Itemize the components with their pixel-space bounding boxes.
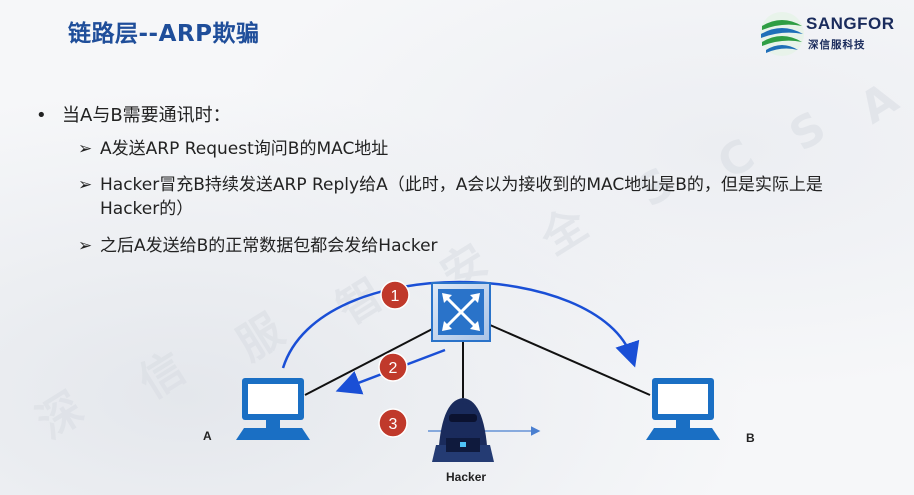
main-bullet-text: 当A与B需要通讯时： bbox=[62, 105, 231, 126]
logo-subtitle: 深信服科技 bbox=[808, 39, 866, 51]
svg-text:2: 2 bbox=[389, 360, 398, 377]
node-label-hacker: Hacker bbox=[446, 470, 487, 484]
arrow-bullet-icon: ➢ bbox=[78, 236, 93, 256]
sub-item-text: A发送ARP Request询问B的MAC地址 bbox=[100, 139, 389, 159]
main-bullet: • 当A与B需要通讯时： bbox=[36, 101, 231, 127]
node-label-b: B bbox=[746, 431, 755, 445]
link-switch-a bbox=[304, 324, 441, 396]
step-2-badge: 2 bbox=[378, 352, 408, 382]
switch-icon bbox=[431, 282, 491, 342]
computer-a-icon bbox=[236, 378, 310, 440]
hacker-icon bbox=[432, 398, 494, 462]
sub-item: ➢ A发送ARP Request询问B的MAC地址 bbox=[78, 137, 880, 161]
svg-text:1: 1 bbox=[391, 288, 400, 305]
logo-name: SANGFOR bbox=[806, 14, 895, 33]
computer-b-icon bbox=[646, 378, 720, 440]
sub-item: ➢ Hacker冒充B持续发送ARP Reply给A（此时，A会以为接收到的MA… bbox=[78, 173, 880, 221]
sub-item-text: 之后A发送给B的正常数据包都会发给Hacker bbox=[100, 236, 438, 256]
step-1-badge: 1 bbox=[380, 280, 410, 310]
arrow-bullet-icon: ➢ bbox=[78, 175, 93, 195]
sangfor-logo bbox=[760, 12, 804, 56]
bullet-dot-icon: • bbox=[36, 105, 47, 126]
node-label-a: A bbox=[203, 429, 212, 443]
svg-text:3: 3 bbox=[389, 416, 398, 433]
link-switch-b bbox=[489, 324, 651, 396]
arrow-bullet-icon: ➢ bbox=[78, 139, 93, 159]
logo-globe-icon bbox=[760, 12, 804, 56]
sub-item: ➢ 之后A发送给B的正常数据包都会发给Hacker bbox=[78, 234, 880, 258]
step-3-badge: 3 bbox=[378, 408, 408, 438]
sub-item-text: Hacker冒充B持续发送ARP Reply给A（此时，A会以为接收到的MAC地… bbox=[100, 175, 823, 219]
slide-title: 链路层--ARP欺骗 bbox=[68, 21, 260, 47]
